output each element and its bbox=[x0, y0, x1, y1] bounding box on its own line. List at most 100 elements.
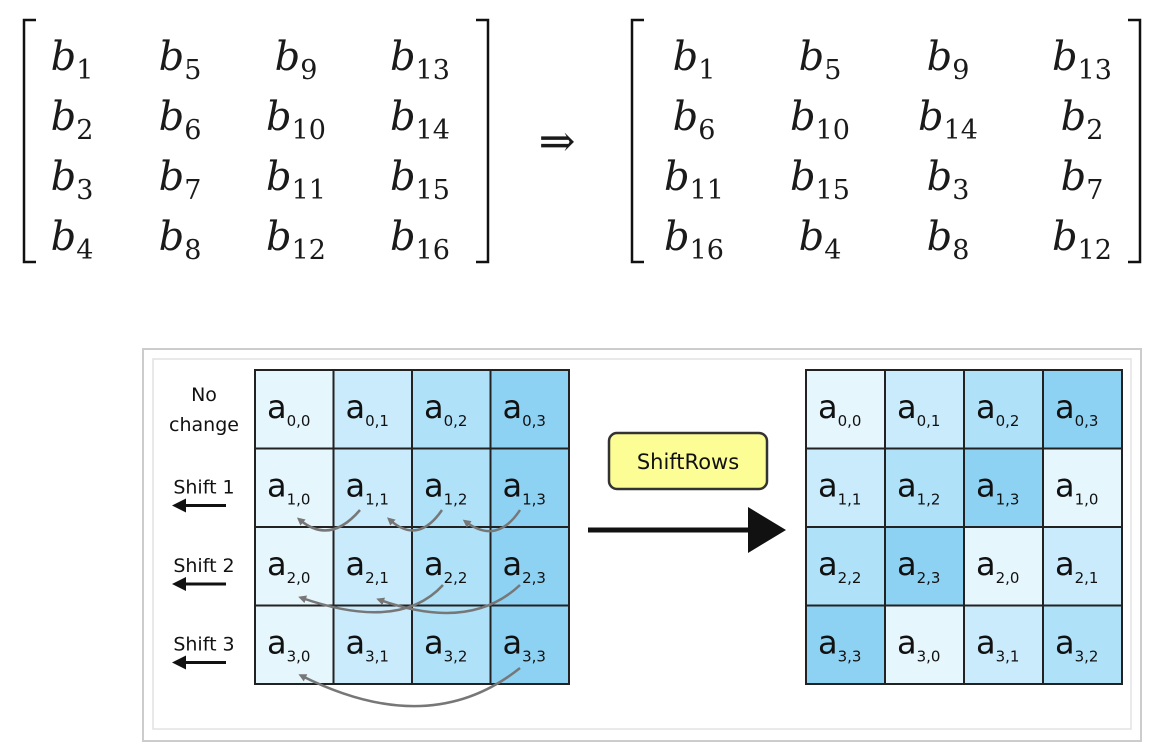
output-cell-base: a bbox=[1055, 388, 1075, 426]
right-matrix-bracket-close bbox=[1128, 18, 1142, 264]
input-cell bbox=[254, 526, 335, 607]
output-cell-sub: 0,0 bbox=[838, 412, 862, 430]
output-cell bbox=[884, 526, 965, 607]
input-cell-sub: 0,0 bbox=[287, 412, 311, 430]
input-cell bbox=[332, 369, 413, 450]
right-matrix-entry-sub: 4 bbox=[824, 235, 841, 266]
right-matrix-entry-sub: 3 bbox=[952, 175, 969, 206]
input-cell-label: a1,2 bbox=[424, 467, 467, 509]
output-cell-label: a2,1 bbox=[1055, 545, 1098, 587]
output-cell-sub: 1,2 bbox=[917, 491, 941, 509]
right-matrix-entry-base: b bbox=[664, 154, 690, 200]
input-cell-label: a2,3 bbox=[503, 545, 546, 587]
input-cell bbox=[332, 447, 413, 528]
input-cell-base: a bbox=[424, 545, 444, 583]
left-matrix-entry-sub: 5 bbox=[184, 55, 201, 86]
output-cell-base: a bbox=[1055, 624, 1075, 662]
left-matrix-entry: b2 bbox=[51, 94, 94, 146]
left-matrix-entry-sub: 12 bbox=[292, 235, 326, 266]
output-cell bbox=[805, 526, 886, 607]
left-matrix-entry-base: b bbox=[51, 214, 77, 260]
input-cell-base: a bbox=[267, 545, 287, 583]
input-cell-label: a1,1 bbox=[346, 467, 389, 509]
left-matrix-entry-base: b bbox=[266, 214, 292, 260]
input-cell-sub: 2,3 bbox=[522, 569, 546, 587]
left-matrix-entry-sub: 11 bbox=[292, 175, 326, 206]
output-cell-base: a bbox=[818, 388, 838, 426]
right-matrix-entry-sub: 9 bbox=[952, 55, 969, 86]
input-cell-base: a bbox=[424, 467, 444, 505]
output-cell bbox=[1042, 604, 1123, 685]
input-cell-base: a bbox=[267, 388, 287, 426]
right-matrix-entry: b13 bbox=[1052, 34, 1112, 86]
right-matrix-entry-base: b bbox=[927, 214, 953, 260]
output-cell-label: a2,2 bbox=[818, 545, 861, 587]
left-matrix-entry-sub: 3 bbox=[76, 175, 93, 206]
output-cell-sub: 1,1 bbox=[838, 491, 862, 509]
input-cell-sub: 0,1 bbox=[365, 412, 389, 430]
output-cell-label: a3,3 bbox=[818, 624, 861, 666]
input-cell-base: a bbox=[346, 467, 366, 505]
right-matrix-entry-base: b bbox=[799, 34, 825, 80]
output-cell-sub: 1,0 bbox=[1075, 491, 1099, 509]
left-matrix-entry-base: b bbox=[390, 154, 416, 200]
input-cell-sub: 1,3 bbox=[522, 491, 546, 509]
left-matrix-entry-sub: 10 bbox=[292, 115, 326, 146]
input-cell-base: a bbox=[503, 467, 523, 505]
right-matrix-entry-base: b bbox=[799, 214, 825, 260]
input-cell-label: a3,1 bbox=[346, 624, 389, 666]
right-matrix-entry: b10 bbox=[790, 94, 850, 146]
right-matrix-entry-sub: 10 bbox=[816, 115, 850, 146]
left-matrix-entry: b12 bbox=[266, 214, 326, 266]
input-cell-sub: 0,3 bbox=[522, 412, 546, 430]
output-cell-base: a bbox=[1055, 545, 1075, 583]
output-cell-label: a3,0 bbox=[897, 624, 940, 666]
right-matrix-entry: b8 bbox=[927, 214, 970, 266]
output-cell-label: a2,0 bbox=[976, 545, 1019, 587]
input-cell bbox=[411, 604, 492, 685]
row-label-text: Shift 2 bbox=[173, 555, 234, 577]
left-matrix-entry: b13 bbox=[390, 34, 450, 86]
left-matrix-entry-base: b bbox=[159, 214, 185, 260]
input-cell-label: a2,1 bbox=[346, 545, 389, 587]
output-cell-label: a1,3 bbox=[976, 467, 1019, 509]
input-cell-label: a3,0 bbox=[267, 624, 310, 666]
output-cell-base: a bbox=[897, 467, 917, 505]
output-cell-label: a2,3 bbox=[897, 545, 940, 587]
left-matrix-entry-base: b bbox=[275, 34, 301, 80]
output-cell bbox=[963, 604, 1044, 685]
input-cell bbox=[332, 526, 413, 607]
shift-left-arrowhead-icon bbox=[172, 577, 186, 591]
output-cell bbox=[1042, 369, 1123, 450]
input-cell-base: a bbox=[346, 545, 366, 583]
output-cell bbox=[884, 447, 965, 528]
curve-arrow-row3 bbox=[298, 667, 521, 708]
curve-arrow-row2-b bbox=[376, 584, 521, 615]
row-label-line1: No bbox=[191, 384, 217, 406]
output-cell-base: a bbox=[818, 624, 838, 662]
right-matrix-entry-sub: 15 bbox=[816, 175, 850, 206]
input-cell-label: a0,3 bbox=[503, 388, 546, 430]
right-matrix-entry: b1 bbox=[673, 34, 716, 86]
input-cell bbox=[489, 369, 570, 450]
input-cell bbox=[489, 604, 570, 685]
right-matrix-entry: b6 bbox=[673, 94, 716, 146]
left-matrix-entry-base: b bbox=[390, 214, 416, 260]
left-matrix-entry: b3 bbox=[51, 154, 94, 206]
input-cell bbox=[411, 526, 492, 607]
curve-arrow-row1-col2 bbox=[387, 509, 444, 532]
curve-arrow-row1-col3 bbox=[462, 509, 522, 533]
output-cell-label: a3,1 bbox=[976, 624, 1019, 666]
row-label-text: Shift 3 bbox=[173, 634, 234, 656]
input-cell-label: a1,0 bbox=[267, 467, 310, 509]
output-cell-base: a bbox=[976, 624, 996, 662]
output-cell-sub: 3,1 bbox=[996, 648, 1020, 666]
output-cell-sub: 3,0 bbox=[917, 648, 941, 666]
right-matrix-entry-base: b bbox=[918, 94, 944, 140]
input-cell-label: a2,0 bbox=[267, 545, 310, 587]
right-matrix-entry-base: b bbox=[1052, 34, 1078, 80]
output-cell-sub: 2,3 bbox=[917, 569, 941, 587]
